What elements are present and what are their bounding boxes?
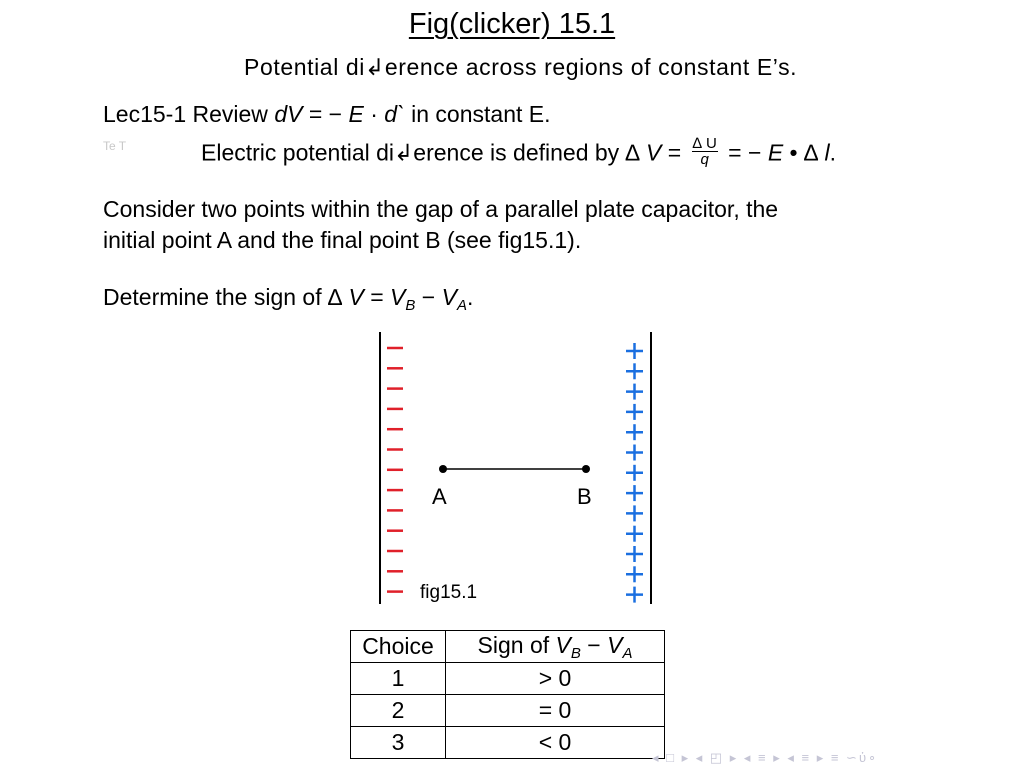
plus-charge — [626, 363, 643, 380]
capacitor-figure: A B fig15.1 — [379, 332, 652, 604]
header-sign-prefix: Sign of — [477, 631, 556, 658]
review-e: E — [348, 101, 364, 127]
review-prefix: Lec15-1 Review — [103, 101, 275, 127]
plus-charge — [626, 485, 643, 502]
definition-eq2: = − — [721, 139, 762, 166]
ghost-text: Te T — [103, 139, 127, 153]
header-choice: Choice — [350, 630, 446, 663]
point-b-label: B — [577, 484, 592, 509]
determine-line: Determine the sign of ∆ V = VB − VA. — [103, 284, 473, 314]
slide-title: Fig(clicker) 15.1 — [408, 8, 616, 40]
plus-charge — [626, 505, 643, 522]
navigation-controls[interactable]: ◂ □ ▸ ◂ ◰ ▸ ◂ ≡ ▸ ◂ ≡ ▸ ≡ ∽ὐ∘ — [652, 750, 879, 765]
choices-header-row: Choice Sign of VB − VA — [350, 630, 665, 663]
definition-bullet: • ∆ — [783, 139, 825, 166]
plus-charge — [626, 383, 643, 400]
point-a-dot — [439, 465, 447, 473]
review-dv: dV — [274, 101, 303, 127]
slide-subtitle: Potential di↲erence across regions of co… — [244, 54, 798, 80]
consider-line-2: initial point A and the final point B (s… — [103, 227, 582, 253]
review-suffix: in constant E. — [404, 101, 551, 127]
figure-caption: fig15.1 — [420, 582, 477, 603]
fraction-denominator: q — [700, 151, 709, 168]
plus-charge — [626, 343, 643, 359]
negative-charges — [387, 346, 403, 593]
determine-vb: V — [390, 284, 406, 310]
determine-eq: = — [363, 284, 391, 310]
definition-prefix: Electric potential di↲erence is defined … — [201, 139, 647, 166]
definition-end: . — [829, 139, 836, 166]
table-row: 3 < 0 — [350, 726, 665, 759]
plus-charge — [626, 424, 643, 441]
review-dl: d` — [384, 101, 405, 127]
determine-va: V — [441, 284, 457, 310]
choice-sign: > 0 — [445, 662, 665, 695]
plus-charge — [626, 546, 643, 562]
determine-prefix: Determine the sign of ∆ — [103, 284, 349, 310]
definition-v: V — [646, 139, 662, 166]
definition-line: Electric potential di↲erence is defined … — [201, 135, 836, 170]
determine-v: V — [348, 284, 364, 310]
choice-sign: < 0 — [445, 726, 665, 759]
review-line: Lec15-1 Review dV = − E · d` in constant… — [103, 101, 551, 128]
point-b-dot — [582, 465, 590, 473]
plus-charge — [626, 586, 643, 603]
header-v2: V — [607, 631, 623, 658]
table-row: 1 > 0 — [350, 662, 665, 695]
header-sub-b: B — [570, 644, 581, 662]
table-row: 2 = 0 — [350, 694, 665, 727]
choice-number: 3 — [350, 726, 446, 759]
fraction-numerator: ∆ U — [691, 135, 718, 152]
plus-charge — [626, 444, 643, 461]
consider-line-1: Consider two points within the gap of a … — [103, 196, 779, 222]
plus-charge — [626, 403, 643, 420]
plus-charge — [626, 566, 643, 583]
determine-sub-b: B — [405, 297, 416, 314]
review-eq: = − — [302, 101, 343, 127]
header-sub-a: A — [622, 644, 633, 662]
header-sign: Sign of VB − VA — [445, 630, 665, 663]
choice-sign: = 0 — [445, 694, 665, 727]
definition-e: E — [767, 139, 784, 166]
definition-eq: = — [661, 139, 688, 166]
plus-charge — [626, 525, 643, 542]
choice-number: 2 — [350, 694, 446, 727]
choice-number: 1 — [350, 662, 446, 695]
definition-l: l — [824, 139, 830, 166]
header-v: V — [555, 631, 571, 658]
plus-charge — [626, 464, 643, 481]
point-a-label: A — [432, 484, 447, 509]
review-dot: · — [363, 101, 385, 127]
determine-minus: − — [415, 284, 442, 310]
determine-sub-a: A — [456, 297, 467, 314]
header-minus: − — [580, 631, 608, 658]
determine-end: . — [466, 284, 474, 310]
choices-table: Choice Sign of VB − VA 1 > 0 2 = 0 3 < 0 — [350, 630, 665, 759]
positive-charges — [626, 343, 643, 603]
